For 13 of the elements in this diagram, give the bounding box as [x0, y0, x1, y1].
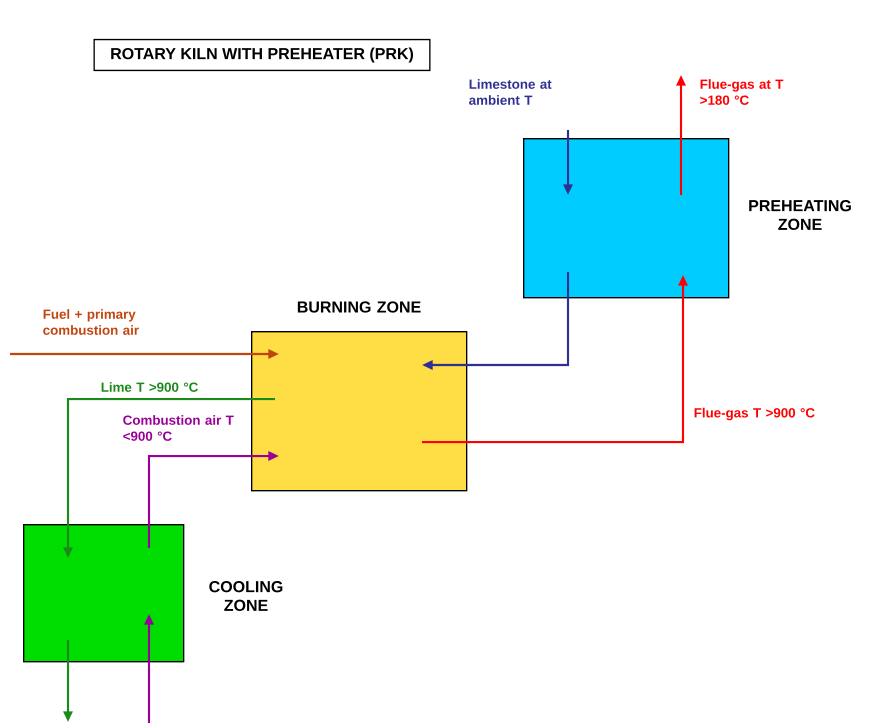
- edge-label: Limestone at ambient T: [469, 79, 552, 105]
- title-box: ROTARY KILN WITH PREHEATER (PRK): [94, 38, 431, 72]
- node-label: BURNING ZONE: [298, 301, 421, 313]
- zone-box: BURNING ZONE: [251, 301, 468, 492]
- edge-label: Lime T >900 °C: [102, 382, 198, 392]
- edge-label: Flue-gas T >900 °C: [694, 408, 815, 420]
- node-label: COOLING ZONE: [209, 581, 282, 611]
- zone-box: COOLING ZONE: [23, 524, 282, 662]
- edge-label: Flue-gas at T >180 °C: [700, 79, 784, 105]
- zone-box: PREHEATING ZONE: [523, 138, 851, 298]
- edge-label: Fuel + primary combustion air: [43, 309, 139, 335]
- edge-label: Combustion air T <900 °C: [123, 415, 234, 441]
- node-label: PREHEATING ZONE: [749, 200, 851, 230]
